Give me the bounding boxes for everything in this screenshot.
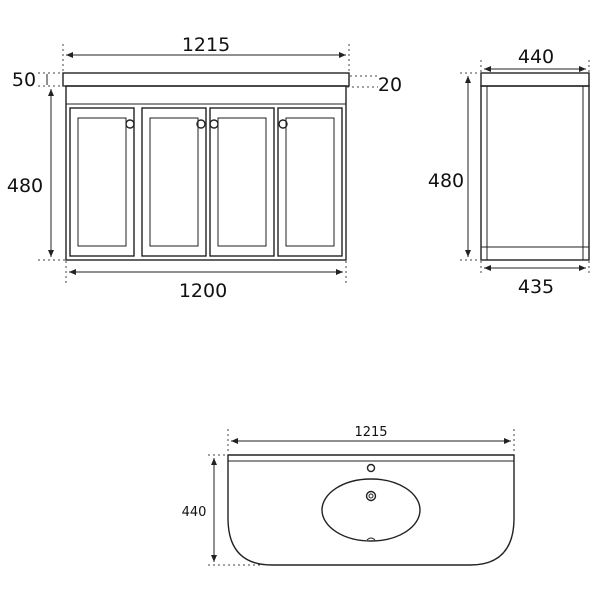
cabinet-body <box>65 85 347 261</box>
base-width-label: 1200 <box>179 280 227 302</box>
countertop-front <box>62 72 350 87</box>
side-view: 440 480 435 <box>428 46 590 298</box>
door-2 <box>141 107 207 257</box>
door-1 <box>69 107 135 257</box>
front-view: 1215 50 20 480 1200 <box>7 34 402 302</box>
top-width-label: 1215 <box>182 34 230 56</box>
plan-depth-label: 440 <box>182 505 207 520</box>
knob-icon <box>125 119 135 129</box>
knob-icon <box>209 119 219 129</box>
plan-width-label: 1215 <box>354 425 387 440</box>
drain-icon <box>365 490 377 502</box>
tap-hole-icon <box>366 463 376 473</box>
side-height-label: 480 <box>428 170 464 192</box>
side-top-depth-label: 440 <box>518 46 554 68</box>
door-3 <box>209 107 275 257</box>
basin-bowl <box>321 478 421 542</box>
countertop-side <box>480 72 590 87</box>
cabinet-side-panel <box>480 85 590 261</box>
overflow-icon <box>366 537 376 541</box>
side-base-depth-label: 435 <box>518 276 554 298</box>
top-thickness-label: 50 <box>12 69 36 91</box>
plan-view: 1215 440 <box>182 425 515 566</box>
door-4 <box>277 107 343 257</box>
front-height-label: 480 <box>7 175 43 197</box>
knob-icon <box>196 119 206 129</box>
knob-icon <box>278 119 288 129</box>
overhang-label: 20 <box>378 74 402 96</box>
basin-top-outline <box>227 454 515 566</box>
